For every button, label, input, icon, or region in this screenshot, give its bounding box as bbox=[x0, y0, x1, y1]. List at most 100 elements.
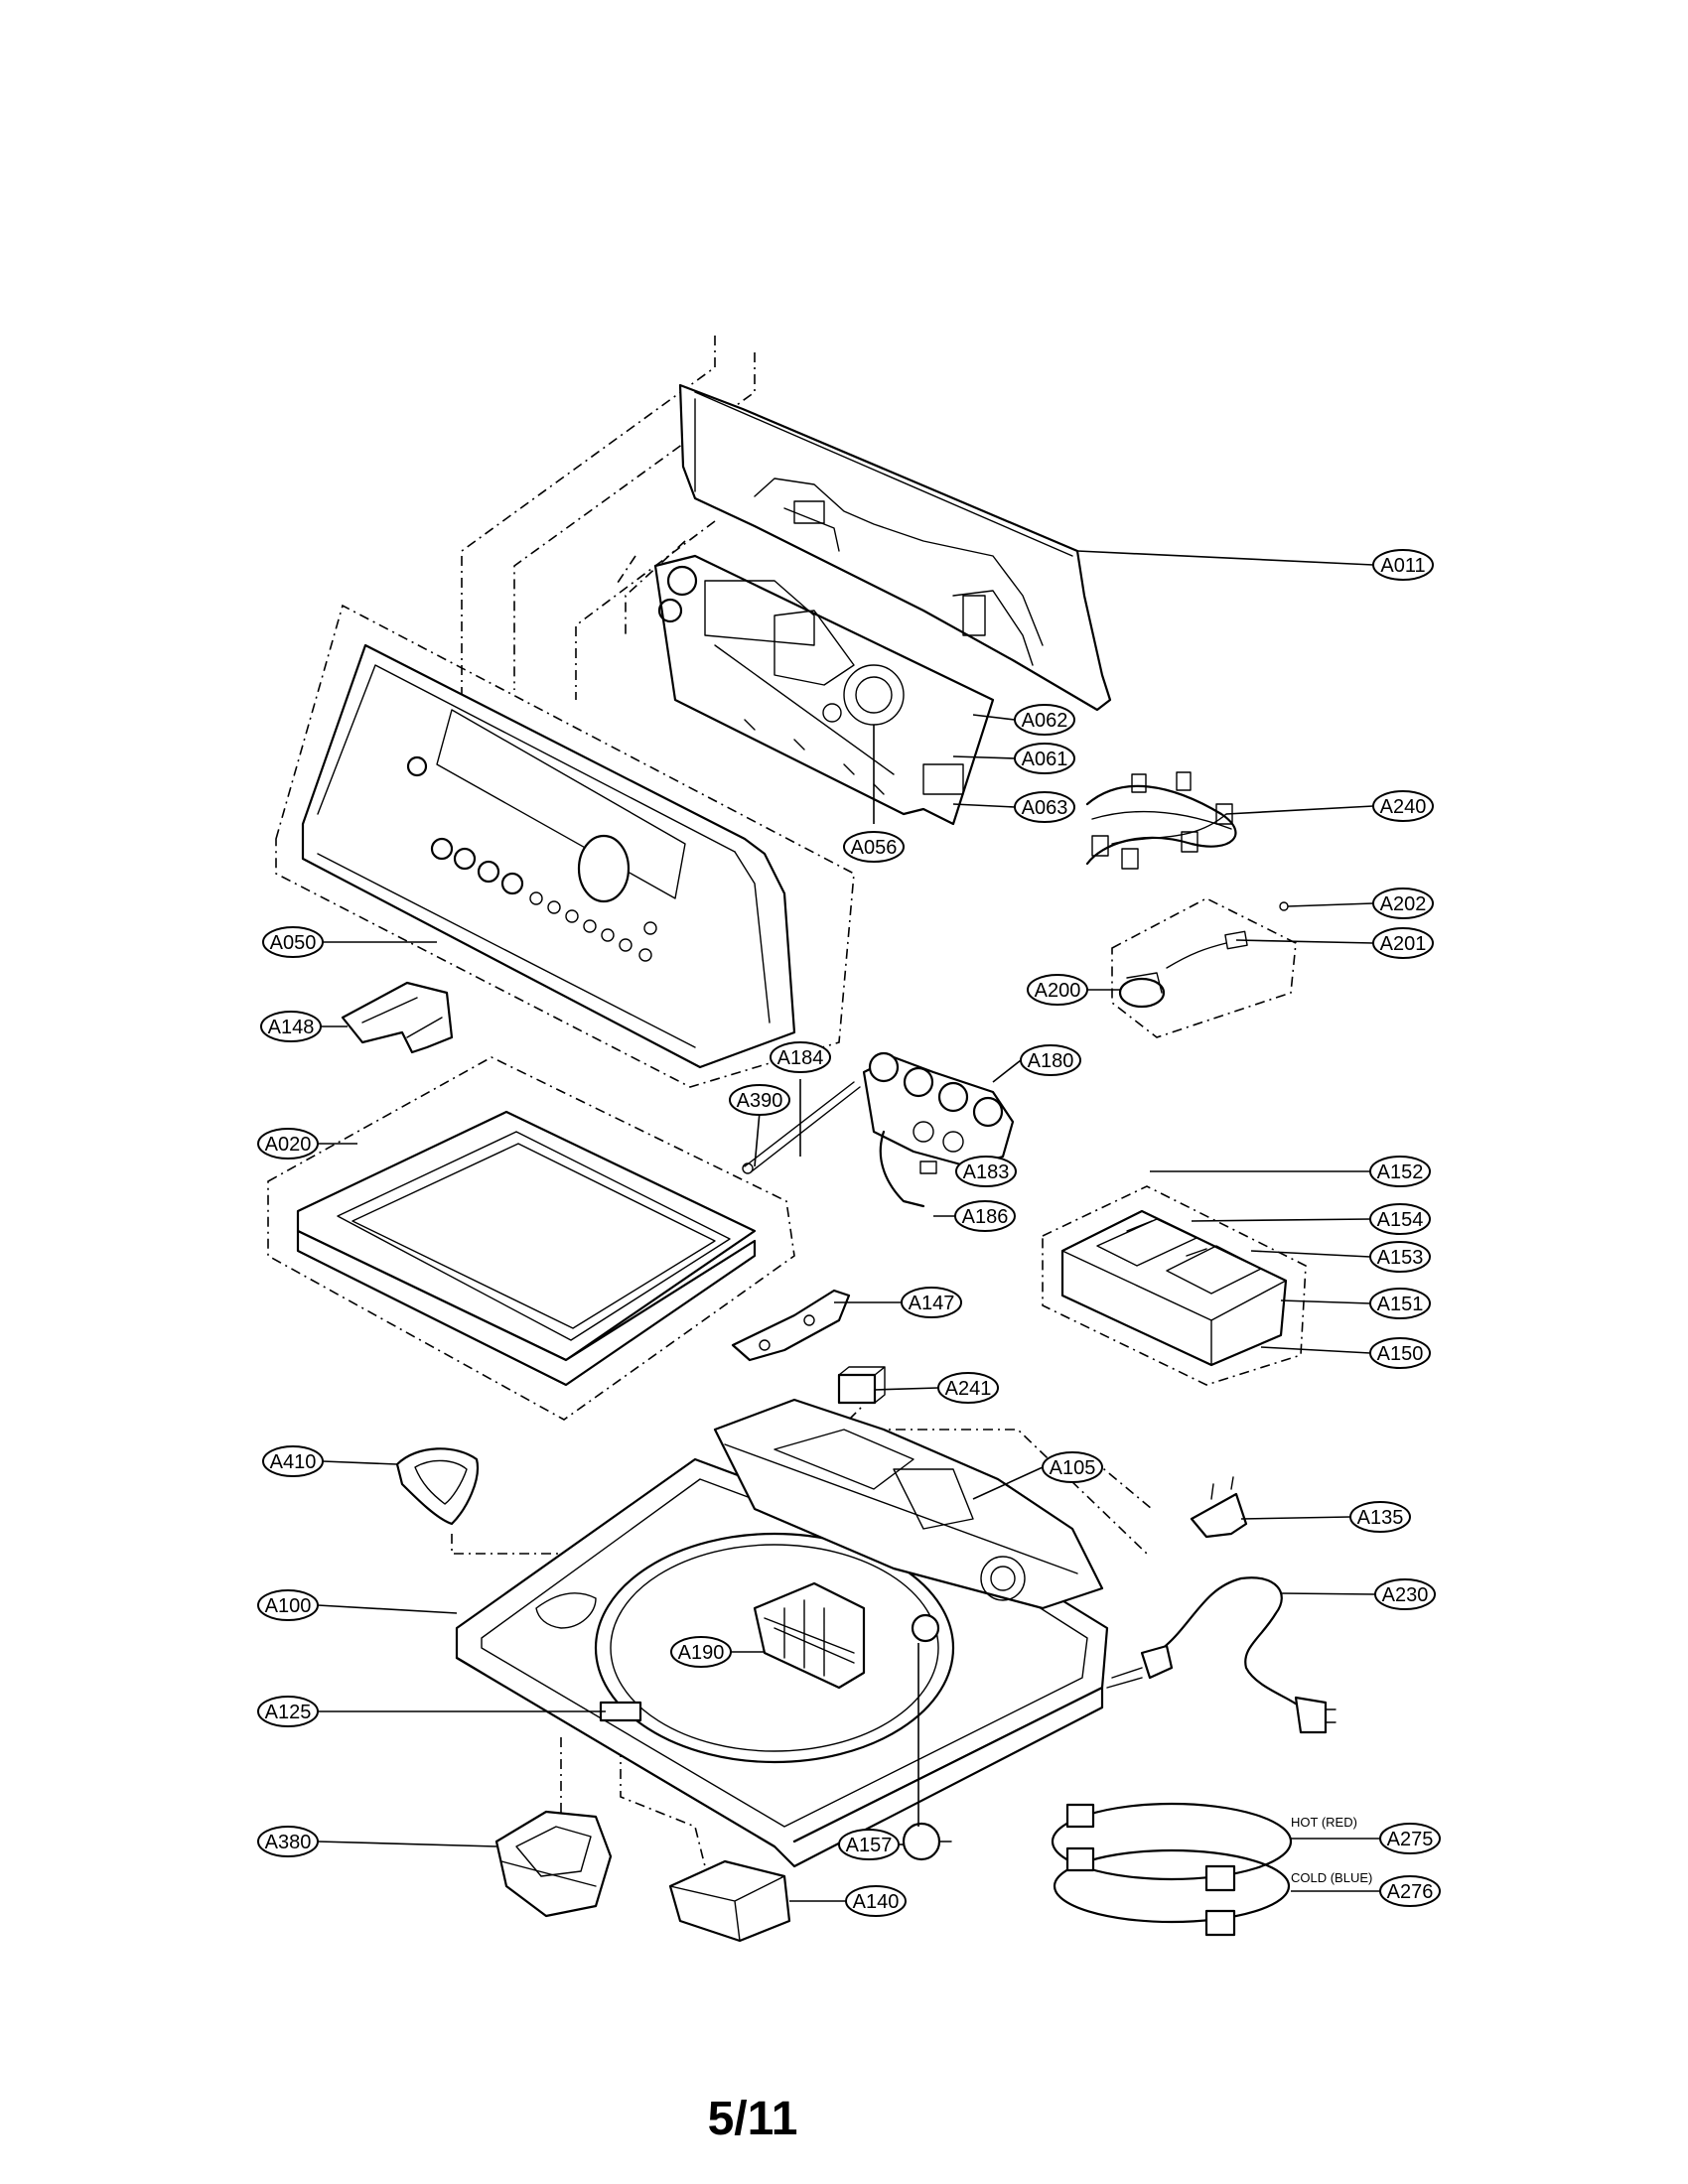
lid-part bbox=[267, 1056, 795, 1421]
callout-label-a105: A105 bbox=[1050, 1457, 1096, 1479]
page-number: 5/11 bbox=[708, 2093, 798, 2145]
cold-hose-label: COLD (BLUE) bbox=[1291, 1870, 1372, 1885]
callout-bubble bbox=[1369, 1288, 1431, 1319]
callout-a157: A157 bbox=[838, 1829, 900, 1860]
callout-label-a063: A063 bbox=[1022, 797, 1068, 819]
callout-label-a151: A151 bbox=[1377, 1294, 1424, 1315]
callout-a152: A152 bbox=[1369, 1156, 1431, 1187]
callout-bubble bbox=[1372, 790, 1434, 822]
callout-label-a186: A186 bbox=[962, 1206, 1009, 1228]
water-valve-part bbox=[742, 1051, 1015, 1208]
callout-a100: A100 bbox=[257, 1589, 319, 1621]
callout-a410: A410 bbox=[262, 1445, 324, 1477]
callout-bubble bbox=[770, 1041, 831, 1073]
callout-bubble bbox=[262, 926, 324, 958]
callout-bubble bbox=[257, 1128, 319, 1160]
callout-a201: A201 bbox=[1372, 927, 1434, 959]
callout-a240: A240 bbox=[1372, 790, 1434, 822]
callout-a190: A190 bbox=[670, 1636, 732, 1668]
callout-label-a152: A152 bbox=[1377, 1161, 1424, 1183]
callout-bubble bbox=[729, 1084, 790, 1116]
callout-bubble bbox=[1369, 1337, 1431, 1369]
callout-bubble bbox=[937, 1372, 999, 1404]
callout-bubble bbox=[1372, 927, 1434, 959]
callout-a050: A050 bbox=[262, 926, 324, 958]
callout-a202: A202 bbox=[1372, 887, 1434, 919]
bracket-a135-part bbox=[1190, 1476, 1248, 1539]
callout-a180: A180 bbox=[1020, 1044, 1081, 1076]
callout-a276: A276 bbox=[1379, 1875, 1441, 1907]
callout-a020: A020 bbox=[257, 1128, 319, 1160]
power-cord-part bbox=[1106, 1576, 1336, 1734]
callout-label-a230: A230 bbox=[1382, 1584, 1429, 1606]
leader-lines bbox=[317, 550, 1380, 1902]
callout-bubble bbox=[1020, 1044, 1081, 1076]
callout-a153: A153 bbox=[1369, 1241, 1431, 1273]
callout-bubble bbox=[954, 1200, 1016, 1232]
connector-a241-part bbox=[837, 1366, 886, 1405]
control-panel-housing-part bbox=[275, 604, 855, 1088]
callout-label-a380: A380 bbox=[265, 1832, 312, 1853]
callout-bubble bbox=[1374, 1578, 1436, 1610]
callout-a390: A390 bbox=[729, 1084, 790, 1116]
callout-a011: A011 bbox=[1372, 549, 1434, 581]
callout-a140: A140 bbox=[845, 1885, 907, 1917]
callout-label-a180: A180 bbox=[1028, 1050, 1074, 1072]
callout-a063: A063 bbox=[1014, 791, 1075, 823]
callout-label-a202: A202 bbox=[1380, 893, 1427, 915]
callout-bubble bbox=[1379, 1875, 1441, 1907]
callout-a186: A186 bbox=[954, 1200, 1016, 1232]
callout-a183: A183 bbox=[955, 1156, 1017, 1187]
callout-a147: A147 bbox=[901, 1287, 962, 1318]
callout-a200: A200 bbox=[1027, 974, 1088, 1006]
detergent-drawer-part bbox=[1042, 1185, 1307, 1386]
callout-a056: A056 bbox=[843, 831, 905, 863]
callout-a135: A135 bbox=[1349, 1501, 1411, 1533]
callout-label-a147: A147 bbox=[909, 1293, 955, 1314]
callout-a241: A241 bbox=[937, 1372, 999, 1404]
callout-label-a183: A183 bbox=[963, 1161, 1010, 1183]
callout-label-a276: A276 bbox=[1387, 1881, 1434, 1903]
callout-a061: A061 bbox=[1014, 743, 1075, 774]
bracket-a148-part bbox=[341, 981, 454, 1054]
callout-a275: A275 bbox=[1379, 1823, 1441, 1854]
callout-bubble bbox=[843, 831, 905, 863]
callout-label-a153: A153 bbox=[1377, 1247, 1424, 1269]
callout-label-a135: A135 bbox=[1357, 1507, 1404, 1529]
callout-label-a154: A154 bbox=[1377, 1209, 1424, 1231]
callout-a150: A150 bbox=[1369, 1337, 1431, 1369]
callout-a062: A062 bbox=[1014, 704, 1075, 736]
callout-bubble bbox=[1372, 887, 1434, 919]
callout-label-a275: A275 bbox=[1387, 1829, 1434, 1850]
callout-bubble bbox=[1349, 1501, 1411, 1533]
callout-a154: A154 bbox=[1369, 1203, 1431, 1235]
callout-bubble bbox=[1014, 791, 1075, 823]
callout-label-a011: A011 bbox=[1380, 555, 1425, 577]
callout-bubble bbox=[1042, 1451, 1103, 1483]
callout-bubble bbox=[670, 1636, 732, 1668]
callout-label-a148: A148 bbox=[268, 1017, 315, 1038]
callout-label-a056: A056 bbox=[851, 837, 898, 859]
wire-harness-part bbox=[1085, 771, 1237, 870]
callout-a230: A230 bbox=[1374, 1578, 1436, 1610]
back-panel-part bbox=[678, 383, 1112, 712]
callout-bubble bbox=[845, 1885, 907, 1917]
callout-label-a140: A140 bbox=[853, 1891, 900, 1913]
callout-bubble bbox=[901, 1287, 962, 1318]
bleach-dispenser-part bbox=[395, 1447, 480, 1526]
callout-label-a157: A157 bbox=[846, 1835, 893, 1856]
callout-label-a390: A390 bbox=[737, 1090, 783, 1112]
part-a140 bbox=[668, 1859, 791, 1943]
callout-bubble bbox=[838, 1829, 900, 1860]
callout-bubble bbox=[257, 1826, 319, 1857]
callout-a151: A151 bbox=[1369, 1288, 1431, 1319]
callout-bubble bbox=[257, 1696, 319, 1727]
top-cover-part bbox=[455, 1398, 1109, 1868]
callout-label-a190: A190 bbox=[678, 1642, 725, 1664]
callout-label-a201: A201 bbox=[1380, 933, 1427, 955]
callout-bubble bbox=[1027, 974, 1088, 1006]
callout-label-a020: A020 bbox=[265, 1134, 312, 1156]
callout-bubble bbox=[257, 1589, 319, 1621]
